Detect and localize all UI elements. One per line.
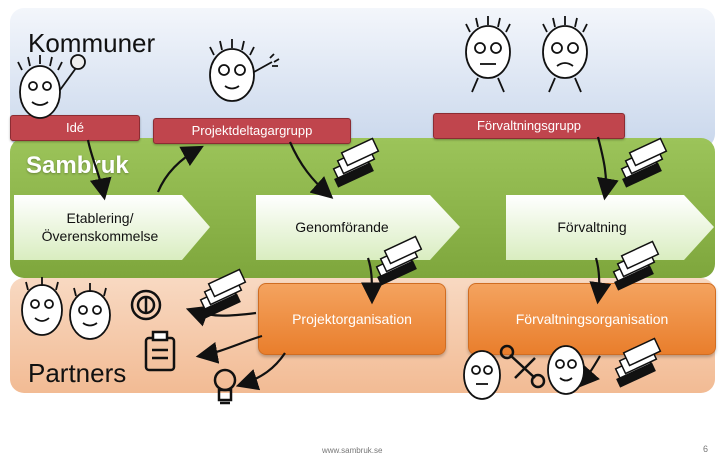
character-icon (21, 277, 63, 336)
step1-chevron (14, 195, 210, 260)
arrow-etablering-to-projektdeltagar (156, 145, 204, 193)
arrow-projektdeltagar-to-genomforande (288, 141, 334, 199)
character-icon (209, 39, 280, 102)
lightbulb-icon (213, 368, 237, 405)
compass-icon (130, 289, 162, 321)
arrow-projektorg-to-clipboard (195, 334, 263, 364)
forvaltningsgrupp-label: Förvaltningsgrupp (433, 113, 625, 139)
character-icon (463, 350, 501, 400)
money-stack-icon (332, 137, 380, 188)
projektorganisation-box: Projektorganisation (258, 283, 446, 355)
footer-url: www.sambruk.se (322, 446, 383, 455)
money-stack-icon (375, 235, 423, 286)
step1-line1: Etablering/ (66, 210, 134, 226)
step-genomforande-label: Genomförande (262, 218, 422, 236)
clipboard-icon (144, 330, 176, 372)
ide-label: Idé (10, 115, 140, 141)
characters (17, 16, 588, 400)
arrow-ide-to-etablering (86, 139, 112, 201)
partners-title: Partners (28, 358, 127, 388)
wrench-icon (499, 344, 546, 389)
arrow-forvaltning-to-forvaltorg (589, 257, 612, 305)
sambruk-title: Sambruk (26, 152, 129, 179)
money-stacks (199, 137, 668, 388)
money-stack-icon (614, 337, 662, 388)
money-stack-icon (620, 137, 668, 188)
character-icon (542, 16, 588, 93)
money-stack-icon (612, 240, 660, 291)
arrow-projektorg-to-bulb (235, 352, 286, 391)
arrow-projektorg-to-compass (185, 305, 257, 327)
character-icon (17, 54, 86, 119)
character-icon (547, 345, 585, 395)
kommuner-title: Kommuner (28, 28, 156, 58)
character-icon (69, 283, 111, 340)
flow-arrows (86, 136, 619, 391)
step3-line1: Förvaltning (557, 219, 627, 235)
money-stack-icon (199, 268, 247, 319)
projektdeltagargrupp-label: Projektdeltagargrupp (153, 118, 351, 144)
arrow-genomforande-to-projektorg (360, 257, 383, 305)
step-forvaltning-label: Förvaltning (512, 218, 672, 236)
step1-line2: Överenskommelse (41, 228, 159, 244)
arrow-forvaltningsgrupp-to-forvaltning (596, 136, 619, 201)
step3-chevron (506, 195, 714, 260)
character-icon (465, 16, 511, 93)
page-number: 6 (703, 444, 709, 454)
step2-line1: Genomförande (295, 219, 389, 235)
step-etablering-label: Etablering/ Överenskommelse (20, 209, 180, 245)
tool-icons (130, 289, 546, 405)
